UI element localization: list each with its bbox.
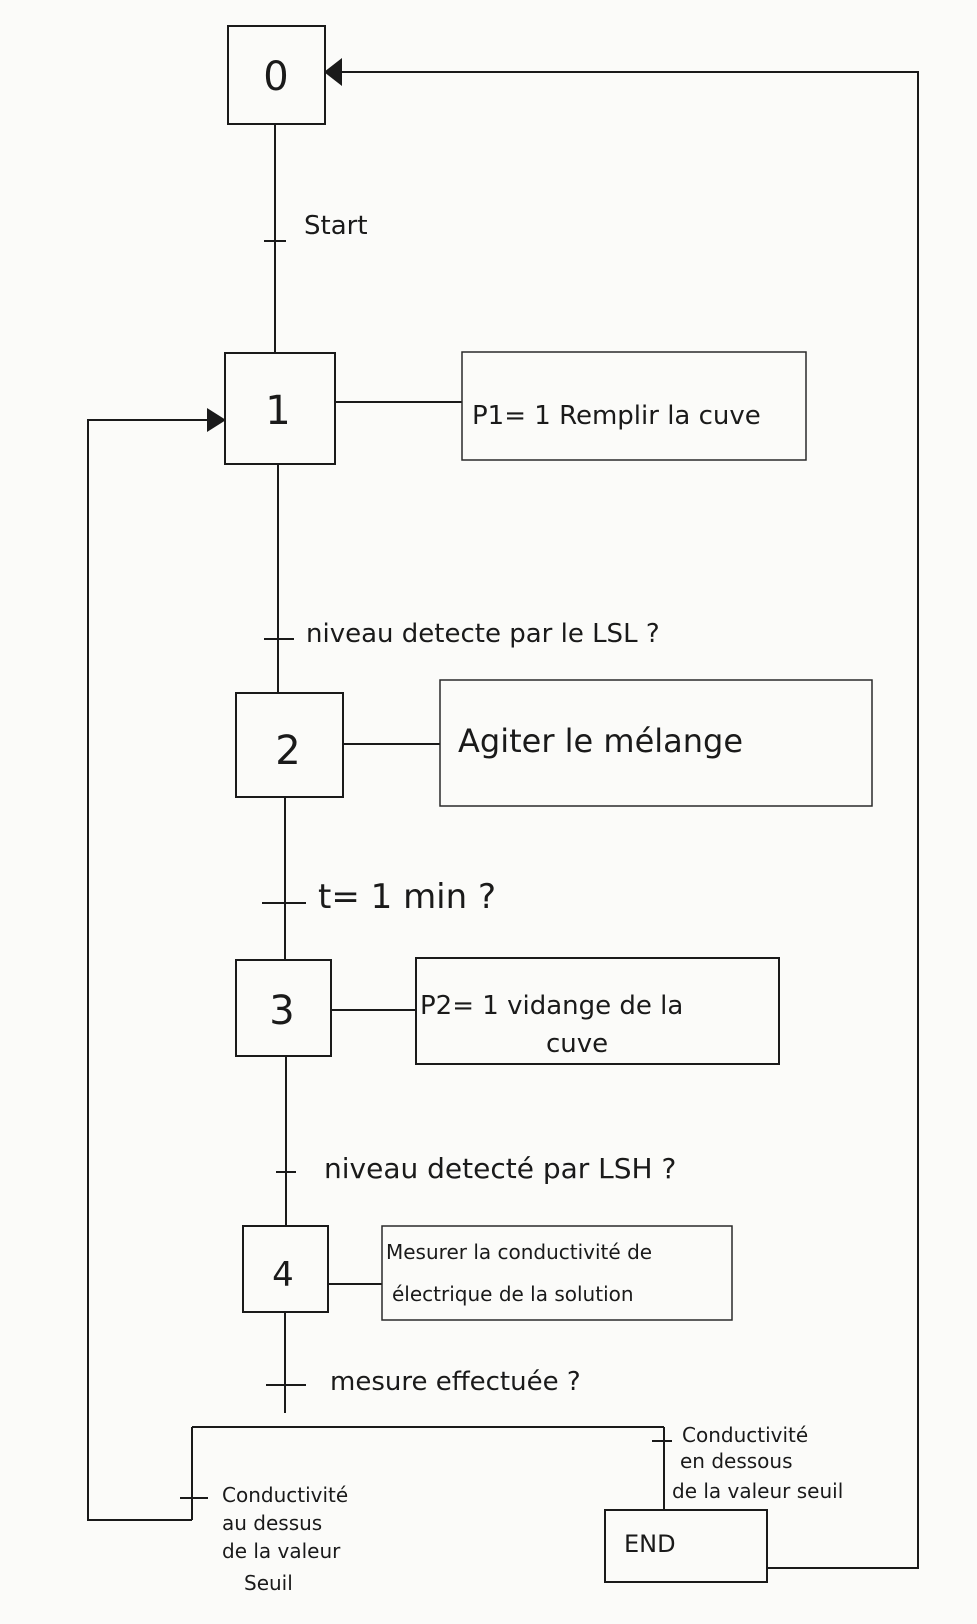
step-2: 2: [235, 692, 344, 798]
step-0: 0: [227, 25, 326, 125]
transition-label-lsh: niveau detecté par LSH ?: [324, 1152, 676, 1185]
below-threshold-line3: de la valeur seuil: [672, 1479, 843, 1503]
transition-label-lsl: niveau detecte par le LSL ?: [306, 619, 660, 649]
transition-label-start: Start: [304, 211, 368, 241]
step-1-label: 1: [265, 388, 290, 434]
action-step3-text-line2: cuve: [546, 1029, 608, 1059]
transition-label-below-threshold: Conductivité en dessous de la valeur seu…: [672, 1423, 843, 1503]
transition-label-above-threshold: Conductivité au dessus de la valeur Seui…: [222, 1483, 348, 1595]
transition-label-1min: t= 1 min ?: [318, 877, 496, 917]
arrow-to-step0-icon: [324, 58, 342, 86]
step-4: 4: [242, 1225, 329, 1313]
above-threshold-line2: au dessus: [222, 1511, 322, 1535]
action-step4-text-line2: électrique de la solution: [392, 1282, 634, 1306]
step-4-label: 4: [272, 1255, 294, 1295]
action-step3-text-line1: P2= 1 vidange de la: [420, 991, 683, 1021]
step-1: 1: [224, 352, 336, 465]
step-end: END: [604, 1509, 768, 1583]
arrow-to-step1-icon: [207, 408, 226, 432]
above-threshold-line4: Seuil: [244, 1571, 293, 1595]
return-to-step0: [340, 71, 919, 1569]
action-step4: Mesurer la conductivité de électrique de…: [381, 1225, 733, 1321]
step-2-label: 2: [275, 728, 300, 774]
below-threshold-line1: Conductivité: [682, 1423, 808, 1447]
step-end-label: END: [624, 1530, 676, 1558]
step-0-label: 0: [263, 54, 288, 100]
above-threshold-line3: de la valeur: [222, 1539, 341, 1563]
return-to-step1: [87, 419, 210, 1521]
transition-label-mesure: mesure effectuée ?: [330, 1367, 581, 1397]
step-3-label: 3: [269, 988, 294, 1034]
below-threshold-line2: en dessous: [680, 1449, 793, 1473]
step-3: 3: [235, 959, 332, 1057]
action-step1-text: P1= 1 Remplir la cuve: [472, 401, 761, 431]
action-step1: P1= 1 Remplir la cuve: [461, 351, 807, 461]
action-step2: Agiter le mélange: [439, 679, 873, 807]
action-step2-text: Agiter le mélange: [458, 722, 743, 760]
action-step4-text-line1: Mesurer la conductivité de: [386, 1240, 652, 1264]
above-threshold-line1: Conductivité: [222, 1483, 348, 1507]
action-step3: P2= 1 vidange de la cuve: [415, 957, 780, 1065]
